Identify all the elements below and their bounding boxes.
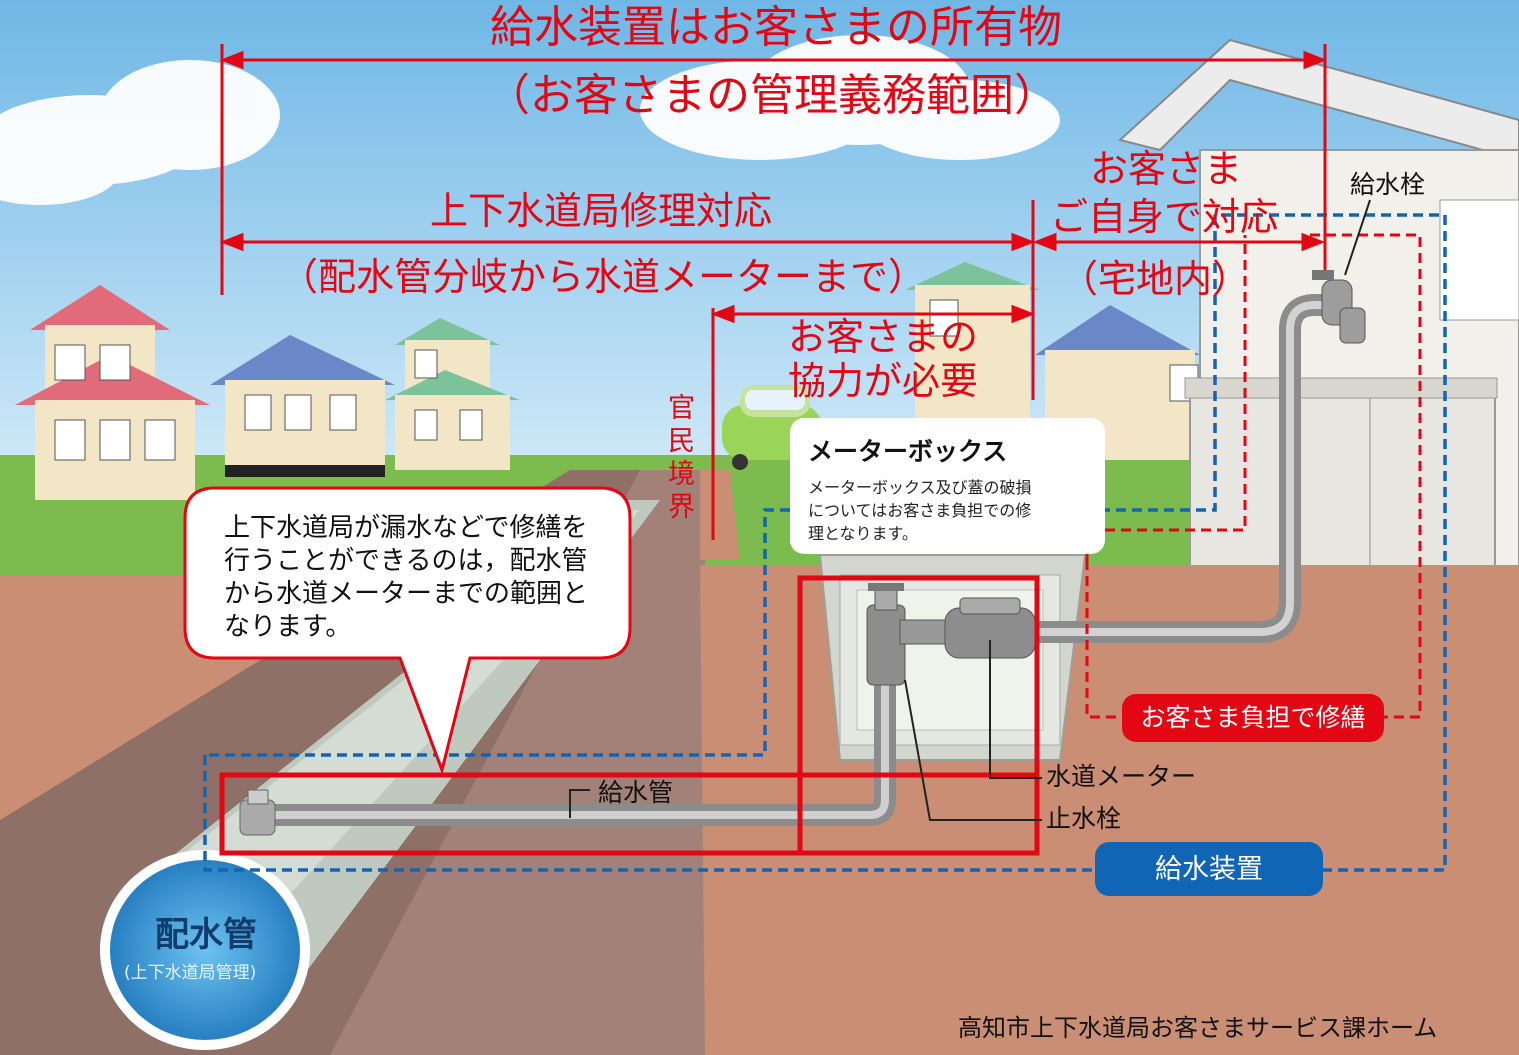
water-meter-label: 水道メーター (1046, 762, 1197, 791)
meter-box-title: メーターボックス (808, 437, 1008, 466)
supply-equipment-badge-bg (1095, 842, 1323, 896)
customer-range-arrow (1032, 232, 1326, 252)
meter-box-line2: についてはお客さま負担での修 (808, 501, 1032, 520)
meter-box-structure (818, 554, 1087, 761)
supply-equipment-badge: 給水装置 (1155, 854, 1263, 885)
main-pipe-label: 配水管 (155, 915, 257, 955)
callout-line2: 行うことができるのは，配水管 (224, 546, 588, 576)
leader-lines (569, 199, 1371, 821)
callout-bubble (183, 486, 632, 776)
footer-credit: 高知市上下水道局お客さまサービス課ホーム (958, 1014, 1438, 1042)
headline-line1: 給水装置はお客さまの所有物 (490, 2, 1062, 53)
cooperation-line1: お客さまの (788, 315, 979, 359)
meter-box-line3: 理となります。 (808, 524, 918, 543)
customer-range-line2: ご自身で対応 (1050, 195, 1279, 239)
customer-house (1117, 38, 1519, 581)
bureau-range-arrow (219, 200, 1036, 400)
callout-line1: 上下水道局が漏水などで修繕を (224, 513, 588, 543)
customer-repair-dashed-line (1085, 233, 1422, 719)
cooperation-line2: 協力が必要 (788, 359, 979, 403)
faucet-shape (1312, 270, 1366, 344)
customer-repair-badge: お客さま負担で修繕 (1140, 703, 1366, 732)
headline-range-arrow (219, 44, 1328, 295)
stop-valve-label: 止水栓 (1046, 804, 1122, 833)
boundary-label: 官民境界 (668, 393, 695, 523)
supply-equipment-dashed-line (203, 213, 1447, 872)
meter-box-panel (790, 418, 1105, 554)
callout-line4: なります。 (224, 612, 352, 642)
background-houses (15, 262, 1200, 500)
bureau-range-line2: （配水管分岐から水道メーターまで） (280, 255, 927, 299)
stop-valve-shape (866, 583, 951, 686)
customer-range-line3: （宅地内） (1060, 257, 1251, 301)
callout-text: 上下水道局が漏水などで修繕を 行うことができるのは，配水管 から水道メーターまで… (188, 488, 628, 656)
branch-fitting (239, 789, 276, 836)
cooperation-arrow (710, 304, 1036, 540)
supply-pipe-label: 給水管 (598, 778, 674, 807)
meter-box-text: メーターボックス メーターボックス及び蓋の破損 についてはお客さま負担での修 理… (792, 418, 1102, 554)
callout-line3: から水道メーターまでの範囲と (224, 579, 589, 609)
headline-line2: （お客さまの管理義務範囲） (486, 70, 1058, 121)
meter-box-line1: メーターボックス及び蓋の破損 (808, 478, 1032, 497)
customer-range-line1: お客さま (1090, 147, 1243, 191)
main-pipe-sublabel: (上下水道局管理) (124, 963, 257, 983)
bureau-range-line1: 上下水道局修理対応 (430, 189, 773, 233)
customer-repair-badge-bg (1122, 694, 1384, 742)
clouds (0, 35, 1060, 205)
faucet-label: 給水栓 (1350, 170, 1426, 199)
